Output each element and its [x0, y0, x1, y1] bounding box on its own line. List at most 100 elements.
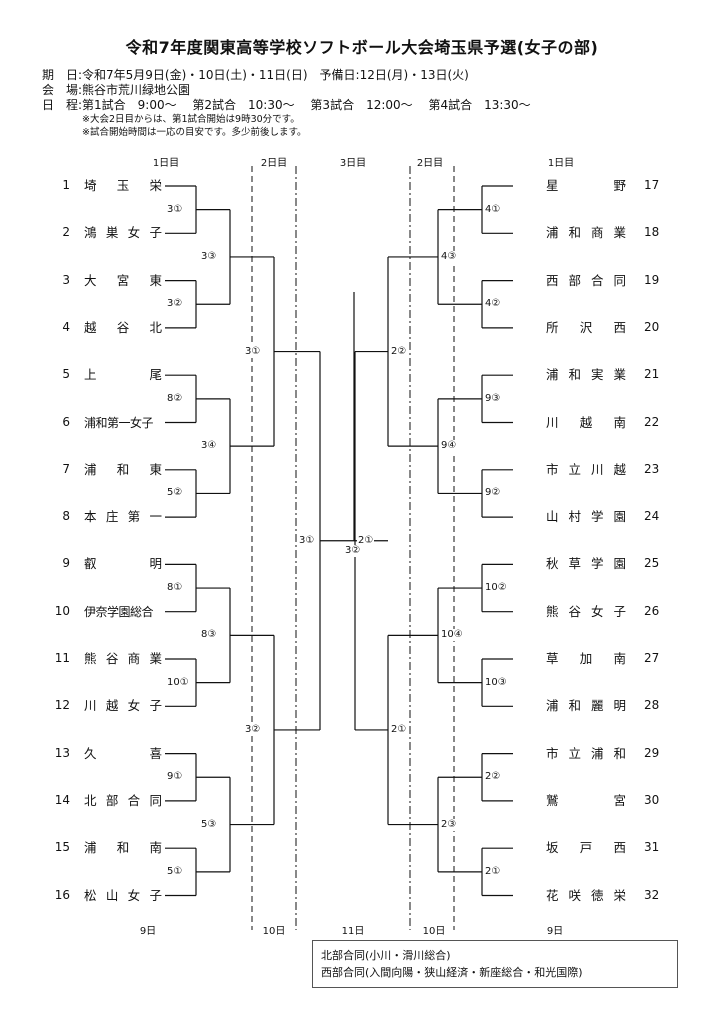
- right-match-r2: 9④: [440, 440, 458, 453]
- team-name: 山村学園: [546, 509, 626, 525]
- team-number: 27: [644, 651, 660, 665]
- team-number: 8: [62, 509, 70, 524]
- team-name: 越谷北: [84, 319, 162, 335]
- right-match-r1: 10②: [484, 582, 508, 595]
- team-number: 24: [644, 509, 660, 524]
- team-number: 12: [54, 698, 70, 713]
- team-name: 川越女子: [84, 698, 162, 714]
- team-number: 20: [644, 319, 660, 334]
- left-match-r1: 9①: [166, 771, 184, 784]
- right-match-r1: 10③: [484, 676, 508, 689]
- day-header-center-3: 3日目: [339, 158, 367, 169]
- team-number: 21: [644, 367, 660, 382]
- team-number: 6: [62, 414, 70, 429]
- team-number: 28: [644, 698, 660, 713]
- team-name: 西部合同: [546, 272, 626, 288]
- team-name: 川越南: [546, 414, 626, 430]
- period-label: 期 日:: [42, 68, 83, 82]
- team-number: 17: [644, 178, 660, 192]
- team-number: 32: [644, 887, 660, 902]
- team-number: 23: [644, 461, 660, 476]
- left-match-r1: 5②: [166, 487, 184, 500]
- left-match-r2: 3③: [200, 250, 218, 263]
- left-match-r1: 8①: [166, 582, 184, 595]
- team-name: 伊奈学園総合: [84, 604, 154, 619]
- right-match-r1: 9③: [484, 392, 502, 405]
- left-match-r1: 3②: [166, 298, 184, 311]
- left-match-r3: 3①: [244, 345, 262, 358]
- team-number: 30: [644, 792, 660, 807]
- team-name: 熊谷女子: [546, 603, 626, 619]
- team-name: 鴻巣女子: [84, 225, 162, 241]
- team-name: 所沢西: [546, 319, 626, 335]
- date-footer-left-1: 9日: [139, 926, 157, 937]
- team-number: 1: [62, 178, 70, 192]
- right-match-r2: 10④: [440, 629, 464, 642]
- team-number: 22: [644, 414, 660, 429]
- day-header-left-2: 2日目: [260, 158, 288, 169]
- schedule-line: 日 程:第1試合 9:00～ 第2試合 10:30～ 第3試合 12:00～ 第…: [42, 96, 531, 113]
- footnote-west-joint: 西部合同(入間向陽・狭山経済・新座総合・和光国際): [321, 966, 583, 979]
- date-footer-right-1: 9日: [546, 926, 564, 937]
- team-number: 15: [54, 840, 70, 855]
- date-footer-center-3: 11日: [341, 926, 365, 937]
- page-title: 令和7年度関東高等学校ソフトボール大会埼玉県予選(女子の部): [125, 38, 599, 57]
- period-value: 令和7年5月9日(金)・10日(土)・11日(日) 予備日:12日(月)・13日…: [82, 68, 469, 82]
- team-name: 花咲徳栄: [546, 887, 626, 903]
- left-match-r1: 5①: [166, 865, 184, 878]
- team-name: 鷲宮: [546, 792, 626, 808]
- team-name: 久喜: [84, 745, 162, 761]
- team-name: 浦和南: [84, 840, 162, 856]
- right-match-r1: 2②: [484, 771, 502, 784]
- team-number: 3: [62, 272, 70, 287]
- team-name: 市立川越: [546, 461, 626, 477]
- final-match: 3②: [344, 544, 362, 557]
- team-number: 26: [644, 603, 660, 618]
- team-name: 上尾: [84, 367, 162, 383]
- team-number: 13: [54, 745, 70, 760]
- team-number: 31: [644, 840, 660, 855]
- team-name: 埼玉栄: [84, 178, 162, 193]
- footnote-north-joint: 北部合同(小川・滑川総合): [321, 949, 451, 962]
- team-number: 19: [644, 272, 660, 287]
- team-name: 星野: [546, 178, 626, 193]
- right-match-r3: 2②: [390, 345, 408, 358]
- right-match-r1: 4①: [484, 203, 502, 216]
- day-header-right-1: 1日目: [547, 158, 575, 169]
- left-match-semi: 3①: [298, 534, 316, 547]
- note-start-time: ※大会2日目からは、第1試合開始は9時30分です。: [82, 114, 300, 125]
- left-match-r3: 3②: [244, 723, 262, 736]
- team-name: 熊谷商業: [84, 651, 162, 666]
- team-number: 14: [54, 792, 70, 807]
- right-match-r3: 2①: [390, 723, 408, 736]
- schedule-label: 日 程:: [42, 98, 83, 112]
- left-match-r1: 10①: [166, 676, 190, 689]
- team-name: 浦和第一女子: [84, 415, 154, 430]
- team-name: 秋草学園: [546, 556, 626, 572]
- team-number: 18: [644, 225, 660, 240]
- team-name: 坂戸西: [546, 840, 626, 856]
- venue-line: 会 場:熊谷市荒川緑地公園: [42, 81, 190, 98]
- schedule-value: 第1試合 9:00～ 第2試合 10:30～ 第3試合 12:00～ 第4試合 …: [82, 98, 531, 112]
- right-match-r1: 2①: [484, 865, 502, 878]
- team-number: 9: [62, 556, 70, 571]
- right-match-r1: 4②: [484, 298, 502, 311]
- team-name: 浦和東: [84, 461, 162, 477]
- team-name: 大宮東: [84, 272, 162, 288]
- right-match-r1: 9②: [484, 487, 502, 500]
- team-number: 4: [62, 319, 70, 334]
- joint-team-notes: 北部合同(小川・滑川総合) 西部合同(入間向陽・狭山経済・新座総合・和光国際): [312, 940, 678, 988]
- day-header-right-2: 2日目: [416, 158, 444, 169]
- team-number: 16: [54, 887, 70, 902]
- team-number: 2: [62, 225, 70, 240]
- right-match-r2: 4③: [440, 250, 458, 263]
- team-number: 7: [62, 461, 70, 476]
- team-name: 松山女子: [84, 887, 162, 903]
- team-name: 浦和実業: [546, 367, 626, 383]
- note-approximate: ※試合開始時間は一応の目安です。多少前後します。: [82, 127, 307, 138]
- team-name: 本庄第一: [84, 509, 162, 525]
- team-number: 29: [644, 745, 660, 760]
- team-number: 5: [62, 367, 70, 382]
- team-number: 11: [54, 651, 70, 665]
